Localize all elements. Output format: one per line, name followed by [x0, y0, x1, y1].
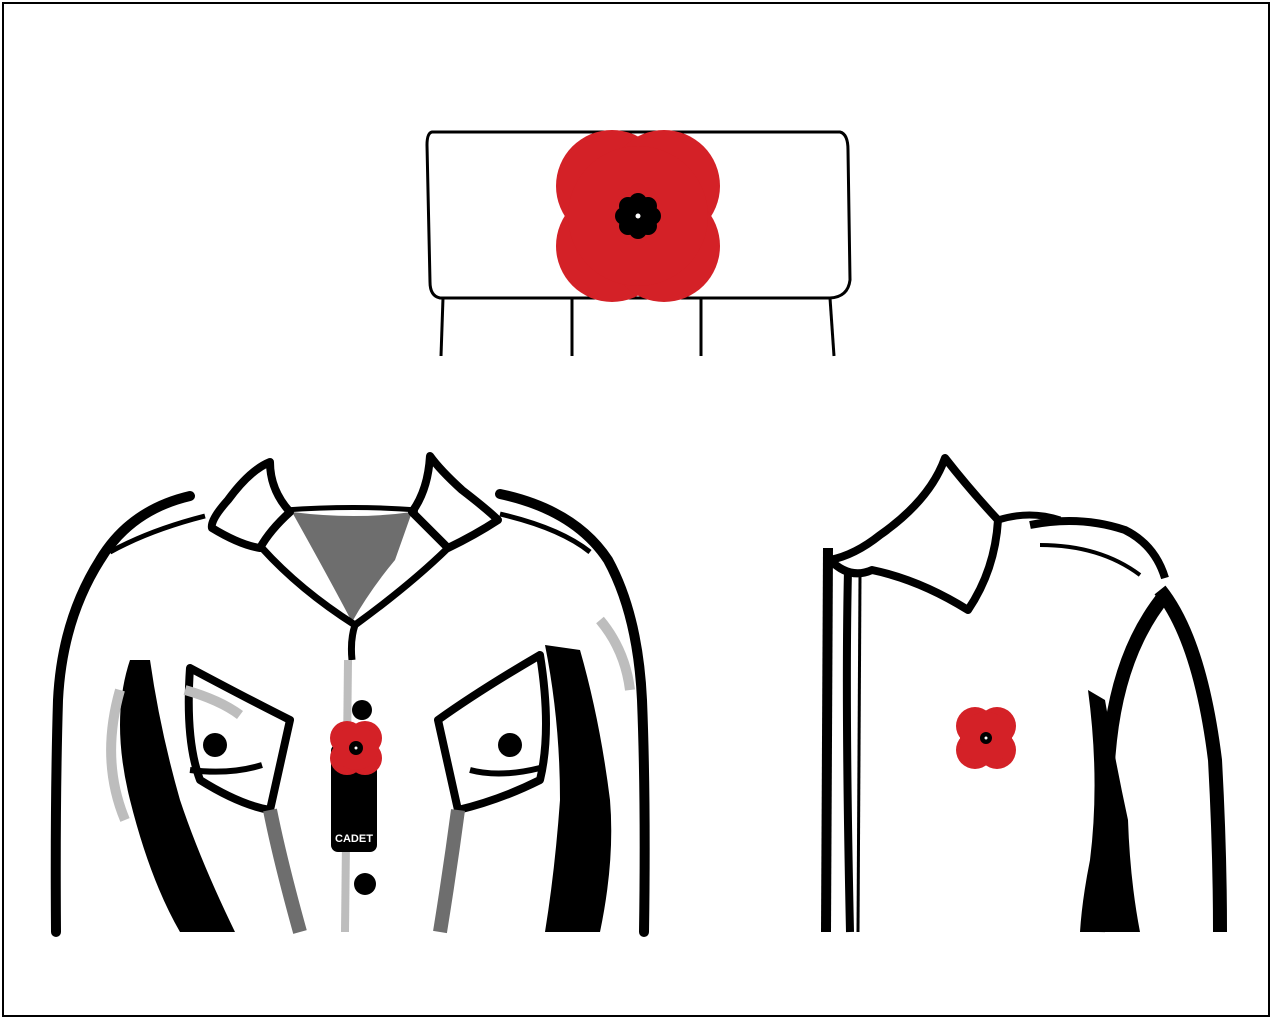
shirt-collar: [830, 458, 998, 610]
front-jacket-illustration: CADET: [56, 456, 645, 932]
shirt-sleeve: [1160, 590, 1220, 932]
jacket-left-collar: [212, 462, 290, 548]
jacket-right-shadow: [545, 645, 611, 932]
jacket-left-pocket-button: [203, 733, 227, 757]
jacket-right-pocket-button: [498, 733, 522, 757]
jacket-button-bottom: [354, 873, 376, 895]
cap-line-4: [830, 298, 834, 356]
cap-illustration: [427, 130, 850, 356]
jacket-right-pocket: [438, 655, 546, 810]
shirt-front-edge: [826, 548, 828, 932]
poppy-icon: [556, 130, 720, 302]
poppy-icon: [330, 721, 382, 775]
cap-line-1: [441, 298, 443, 356]
undershirt: [292, 512, 412, 622]
poppy-icon: [956, 707, 1016, 769]
jacket-left-pocket: [189, 668, 290, 810]
shirt-shoulder: [1030, 521, 1165, 578]
jacket-neck-line: [285, 508, 418, 511]
jacket-button-top: [352, 700, 372, 720]
cadet-badge-label: CADET: [335, 833, 373, 845]
side-shirt-illustration: [826, 458, 1220, 932]
jacket-right-shoulder-line: [500, 514, 590, 552]
jacket-right-collar: [412, 456, 498, 548]
